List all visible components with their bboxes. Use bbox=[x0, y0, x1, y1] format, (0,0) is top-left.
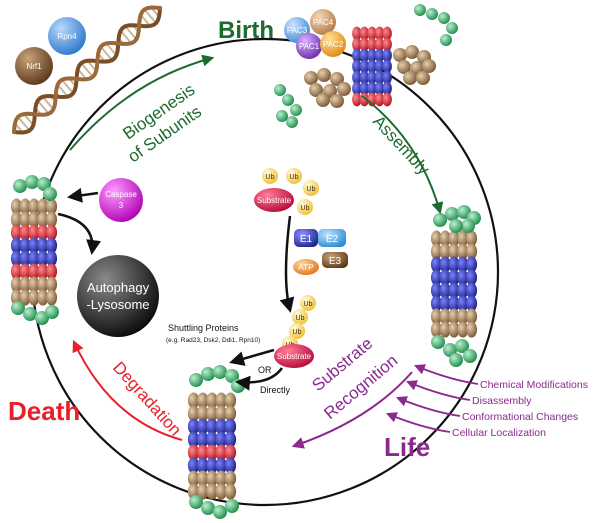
enzyme-e2: E2 bbox=[318, 229, 346, 247]
recognition-arrow bbox=[291, 371, 413, 449]
proteasome-top bbox=[352, 26, 392, 107]
svg-text:Ub: Ub bbox=[296, 315, 305, 322]
svg-text:Ub: Ub bbox=[304, 301, 313, 308]
ubiquitination-arrow bbox=[279, 215, 295, 313]
proteasome-left bbox=[10, 175, 59, 325]
regulation-list: Chemical ModificationsDisassemblyConform… bbox=[386, 364, 588, 439]
svg-text:Ub: Ub bbox=[301, 205, 310, 212]
enzyme-e1: E1 bbox=[294, 229, 318, 247]
pac3-label: PAC3 bbox=[287, 26, 308, 35]
regulation-arrow bbox=[414, 364, 479, 385]
nrf1-factor: Nrf1 bbox=[15, 47, 53, 85]
assembly-subunits bbox=[274, 4, 458, 128]
shuttling-title: Shuttling Proteins bbox=[168, 323, 239, 333]
pac4-label: PAC4 bbox=[313, 18, 334, 27]
direct-arrow bbox=[235, 367, 284, 391]
svg-text:E3: E3 bbox=[329, 256, 342, 267]
caspase3-factor: Caspase 3 bbox=[67, 178, 143, 222]
autophagy-arrow bbox=[57, 212, 102, 255]
proteasome-right bbox=[430, 205, 481, 367]
atp-molecule: ATP bbox=[293, 259, 319, 275]
regulation-arrow bbox=[386, 412, 451, 433]
ubiquitin-top-cluster: Ub Ub Ub Ub bbox=[262, 168, 319, 215]
svg-text:Ub: Ub bbox=[307, 186, 316, 193]
regulation-item: Chemical Modifications bbox=[480, 379, 588, 391]
death-label: Death bbox=[8, 396, 80, 426]
substrate-bottom: Substrate bbox=[274, 344, 314, 368]
pac1-label: PAC1 bbox=[299, 42, 320, 51]
regulation-item: Disassembly bbox=[472, 395, 532, 407]
or-label: OR bbox=[258, 365, 272, 375]
shuttling-examples: (e.g. Rad23, Dsk2, Ddi1, Rpn10) bbox=[166, 337, 260, 344]
caspase-label-1: Caspase bbox=[105, 190, 137, 199]
shuttling-arrow bbox=[229, 348, 275, 366]
dna-helix-icon bbox=[12, 5, 162, 135]
polyubiquitin-chain: Ub Ub Ub Ub bbox=[282, 295, 316, 352]
life-label: Life bbox=[384, 432, 430, 462]
assembly-arrow bbox=[361, 95, 444, 215]
proteasome-bottom bbox=[187, 365, 245, 519]
svg-text:Ub: Ub bbox=[266, 174, 275, 181]
svg-text:Ub: Ub bbox=[293, 329, 302, 336]
degradation-arrow bbox=[72, 339, 183, 441]
rpn4-label: Rpn4 bbox=[57, 32, 77, 41]
pac-chaperones: PAC3 PAC4 PAC1 PAC2 bbox=[284, 9, 346, 59]
regulation-arrow bbox=[406, 380, 471, 401]
regulation-item: Conformational Changes bbox=[462, 411, 578, 423]
autophagy-lysosome: Autophagy -Lysosome bbox=[77, 255, 159, 337]
degradation-label: Degradation bbox=[109, 358, 185, 440]
svg-text:E1: E1 bbox=[300, 234, 313, 245]
biogenesis-arrow bbox=[69, 54, 215, 151]
rpn4-factor: Rpn4 bbox=[48, 17, 86, 55]
enzyme-e3: E3 bbox=[322, 252, 348, 268]
nrf1-label: Nrf1 bbox=[26, 62, 42, 71]
svg-text:Substrate: Substrate bbox=[257, 196, 292, 205]
birth-label: Birth bbox=[218, 17, 274, 44]
svg-text:Substrate: Substrate bbox=[277, 352, 312, 361]
substrate-top: Substrate bbox=[254, 188, 294, 212]
assembly-label: Assembly bbox=[369, 112, 433, 179]
caspase-label-2: 3 bbox=[119, 201, 124, 210]
autophagy-label-1: Autophagy bbox=[87, 280, 150, 295]
svg-text:E2: E2 bbox=[326, 234, 339, 245]
svg-text:Ub: Ub bbox=[290, 174, 299, 181]
directly-label: Directly bbox=[260, 385, 291, 395]
autophagy-label-2: -Lysosome bbox=[86, 297, 149, 312]
pac2-label: PAC2 bbox=[323, 40, 344, 49]
svg-text:ATP: ATP bbox=[299, 263, 314, 272]
regulation-arrow bbox=[396, 396, 461, 417]
regulation-item: Cellular Localization bbox=[452, 427, 546, 439]
